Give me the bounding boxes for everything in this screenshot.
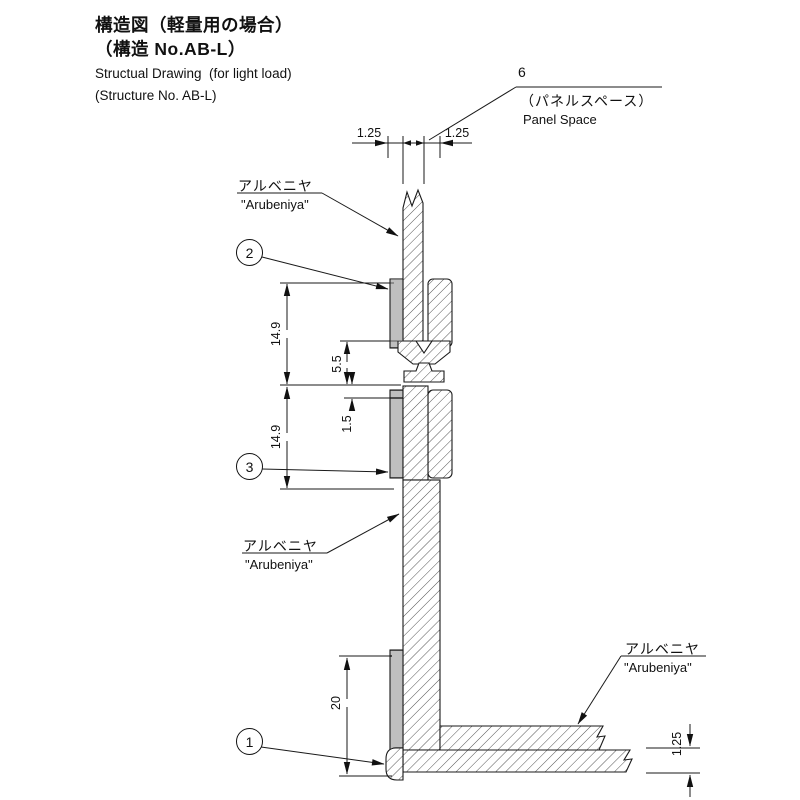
dimension-lines (280, 86, 700, 797)
lower-extrusion-block (427, 389, 453, 479)
callout-2: 2 (236, 239, 263, 266)
dim-top-right: 1.25 (445, 126, 469, 140)
panel-space-value: 6 (518, 64, 526, 80)
arubeniya-bottom-label-jp: アルベニヤ (625, 641, 700, 657)
arubeniya-top-label-en: "Arubeniya" (241, 197, 309, 212)
joint-notch (414, 340, 434, 354)
dim-upper-149: 14.9 (269, 322, 283, 346)
section-parts (385, 188, 633, 781)
callout-3: 3 (236, 453, 263, 480)
arubeniya-mid-label-en: "Arubeniya" (245, 557, 313, 572)
bottom-horizontal-panel (439, 725, 606, 751)
dim-top-left: 1.25 (357, 126, 381, 140)
upper-grip-serration (389, 278, 404, 349)
bottom-grip-serration (389, 649, 404, 751)
panel-space-label-en: Panel Space (523, 112, 597, 127)
callout-1: 1 (236, 728, 263, 755)
structure-no-en: (Structure No. AB-L) (95, 88, 217, 103)
panel-space-label-jp: （パネルスペース） (520, 93, 654, 109)
upper-plywood-panel (402, 188, 424, 349)
dim-bottom-125: 1.25 (670, 732, 684, 756)
dim-20: 20 (329, 696, 343, 710)
arubeniya-mid-label-jp: アルベニヤ (243, 538, 318, 554)
lower-grip-serration (389, 389, 404, 479)
bottom-plywood-sheet (402, 749, 633, 773)
structure-no-jp: （構造 No.AB-L） (95, 39, 246, 59)
main-plywood-panel (402, 479, 441, 751)
dim-15: 1.5 (340, 415, 354, 432)
leader-lines (237, 192, 706, 766)
upper-extrusion-block (427, 278, 453, 348)
panel-upper-section (402, 385, 429, 481)
arubeniya-bottom-label-en: "Arubeniya" (624, 660, 692, 675)
page-title-en: Structual Drawing (for light load) (95, 66, 292, 81)
arubeniya-top-label-jp: アルベニヤ (238, 178, 313, 194)
page-title-jp: 構造図（軽量用の場合） (95, 15, 293, 35)
bottom-corner-bracket (385, 747, 404, 781)
joint-lower-extrusion (403, 362, 445, 383)
dim-lower-149: 14.9 (269, 425, 283, 449)
dim-55: 5.5 (330, 355, 344, 372)
